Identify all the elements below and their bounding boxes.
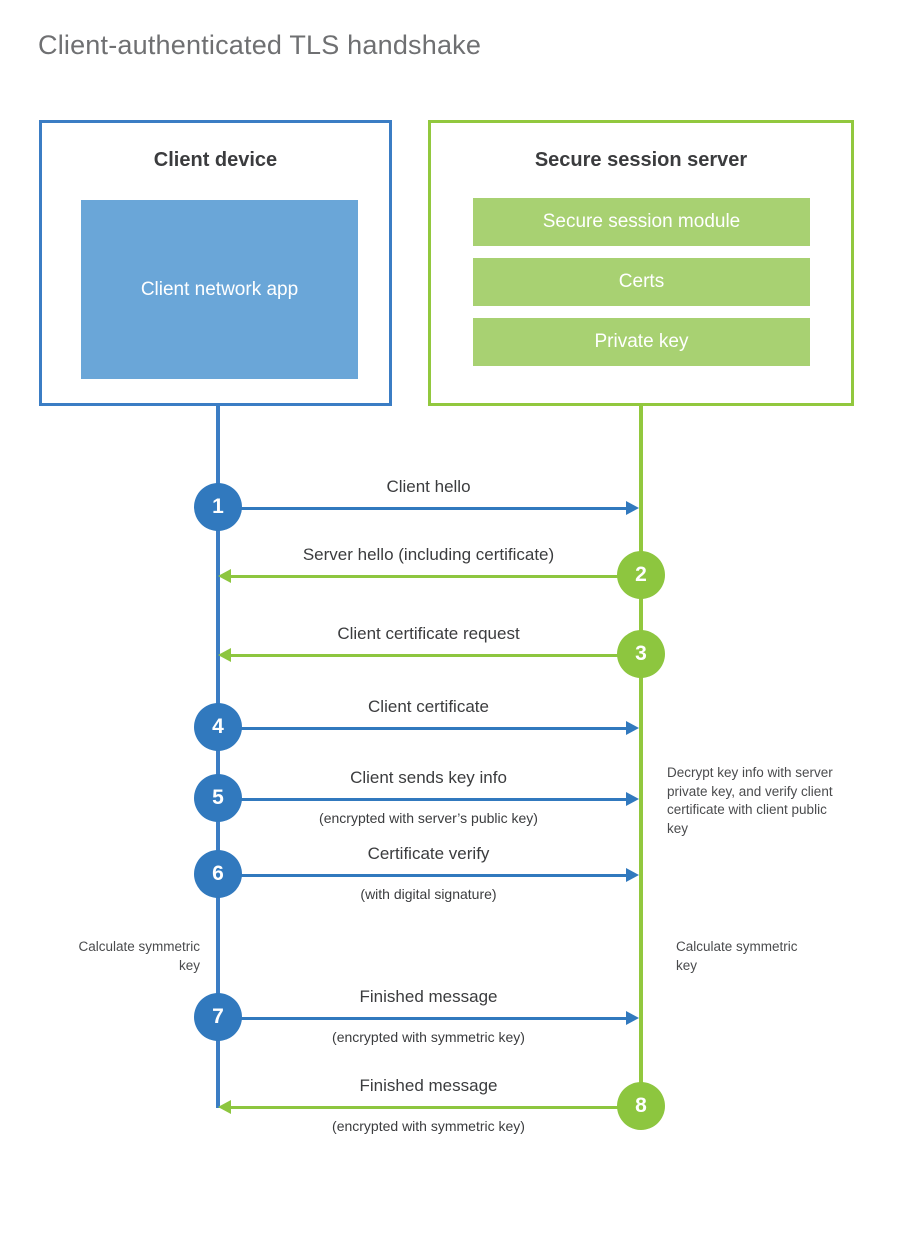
server-decrypt-annotation: Decrypt key info with server private key… — [667, 765, 833, 836]
message-label-8: Finished message — [359, 1076, 498, 1095]
message-label-3: Client certificate request — [337, 624, 520, 643]
message-sublabel-6: (with digital signature) — [360, 886, 497, 902]
step-marker-7[interactable]: 7 — [194, 993, 242, 1041]
server-module-private-key: Private key — [473, 318, 810, 366]
message-label-4: Client certificate — [368, 697, 489, 716]
client-network-app-block: Client network app — [81, 200, 358, 379]
client-device-box: Client device Client network app — [39, 120, 392, 406]
step-marker-1[interactable]: 1 — [194, 483, 242, 531]
message-label-6: Certificate verify — [367, 844, 490, 863]
server-calculate-symmetric-key-annotation: Calculate symmetric key — [676, 939, 798, 973]
step-marker-4[interactable]: 4 — [194, 703, 242, 751]
client-lifeline — [216, 405, 220, 1108]
message-label-2: Server hello (including certificate) — [302, 545, 555, 564]
step-marker-3[interactable]: 3 — [617, 630, 665, 678]
server-lifeline — [639, 405, 643, 1108]
step-marker-8[interactable]: 8 — [617, 1082, 665, 1130]
step-marker-5[interactable]: 5 — [194, 774, 242, 822]
secure-session-server-title: Secure session server — [534, 149, 748, 171]
client-device-title: Client device — [153, 149, 278, 171]
message-sublabel-5: (encrypted with server’s public key) — [319, 810, 538, 826]
client-calculate-symmetric-key-annotation: Calculate symmetric key — [78, 939, 200, 973]
step-marker-2[interactable]: 2 — [617, 551, 665, 599]
message-sublabel-7: (encrypted with symmetric key) — [332, 1029, 525, 1045]
server-module-secure-session-module: Secure session module — [473, 198, 810, 246]
message-label-5: Client sends key info — [350, 768, 507, 787]
server-modules-list: Secure session module Certs Private key — [473, 198, 810, 366]
server-module-certs: Certs — [473, 258, 810, 306]
message-label-7: Finished message — [359, 987, 498, 1006]
step-marker-6[interactable]: 6 — [194, 850, 242, 898]
page-title: Client-authenticated TLS handshake — [38, 30, 482, 60]
message-label-1: Client hello — [386, 477, 471, 496]
secure-session-server-box: Secure session server Secure session mod… — [428, 120, 854, 406]
message-sublabel-8: (encrypted with symmetric key) — [332, 1118, 525, 1134]
